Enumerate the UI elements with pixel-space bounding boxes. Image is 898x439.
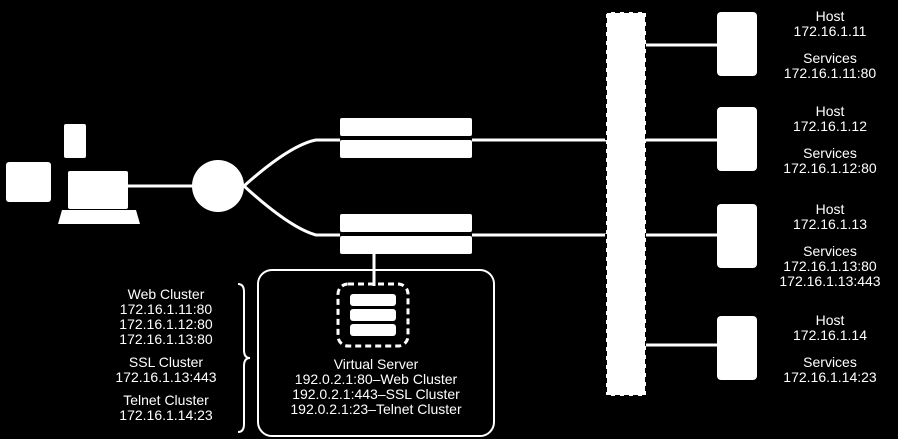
cluster-member: 172.16.1.14:23 [119,407,213,423]
virtual-server-mapping: 192.0.2.1:443–SSL Cluster [292,386,460,402]
virtual-server-stack-icon [350,294,396,336]
server-icon-3 [717,204,757,268]
network-switch [605,11,647,397]
cluster-member: 172.16.1.13:80 [119,331,213,347]
virtual-server-box [257,269,495,437]
cluster-title-ssl: SSL Cluster [128,354,204,370]
virtual-server-mapping: 192.0.2.1:80–Web Cluster [294,371,458,387]
service-entry: 172.16.1.13:443 [779,273,881,289]
cluster-member: 172.16.1.13:443 [115,369,217,385]
service-entry: 172.16.1.11:80 [783,65,877,81]
host-ip: 172.16.1.11 [793,23,867,39]
services-title: Services [803,243,857,259]
host-title: Host [815,8,845,24]
services-title: Services [803,145,857,161]
virtual-server-title: Virtual Server [333,356,419,372]
cluster-title-telnet: Telnet Cluster [123,392,209,408]
service-entry: 172.16.1.13:80 [783,258,877,274]
host-title: Host [815,201,845,217]
host-label-1: Host 172.16.1.11 Services 172.16.1.11:80 [770,9,890,81]
server-icon-2 [717,107,757,171]
router-icon [192,160,244,212]
monitor-icon [6,162,51,202]
host-ip: 172.16.1.12 [793,118,867,134]
cluster-title-web: Web Cluster [127,286,205,302]
host-label-2: Host 172.16.1.12 Services 172.16.1.12:80 [770,104,890,176]
host-title: Host [815,312,845,328]
load-balancer-secondary [340,214,472,254]
cluster-brace [237,283,251,433]
services-title: Services [803,50,857,66]
host-ip: 172.16.1.13 [793,216,867,232]
services-title: Services [803,354,857,370]
cluster-list: Web Cluster 172.16.1.11:80 172.16.1.12:8… [96,287,236,423]
branch-link-upper [243,138,340,188]
host-ip: 172.16.1.14 [793,327,867,343]
host-label-3: Host 172.16.1.13 Services 172.16.1.13:80… [770,202,890,289]
virtual-server-label: Virtual Server 192.0.2.1:80–Web Cluster … [262,357,490,417]
laptop-icon [58,171,140,224]
cluster-member: 172.16.1.12:80 [119,316,213,332]
host-label-4: Host 172.16.1.14 Services 172.16.1.14:23 [770,313,890,385]
cluster-member: 172.16.1.11:80 [119,301,213,317]
branch-link-lower [242,184,340,237]
server-icon-1 [717,12,757,76]
virtual-server-mapping: 192.0.2.1:23–Telnet Cluster [290,401,462,417]
service-entry: 172.16.1.14:23 [783,369,877,385]
load-balancer-primary [340,118,472,158]
virtual-server-outline [336,282,410,348]
tablet-icon [64,124,86,158]
host-title: Host [815,103,845,119]
server-icon-4 [717,316,757,380]
service-entry: 172.16.1.12:80 [783,160,877,176]
